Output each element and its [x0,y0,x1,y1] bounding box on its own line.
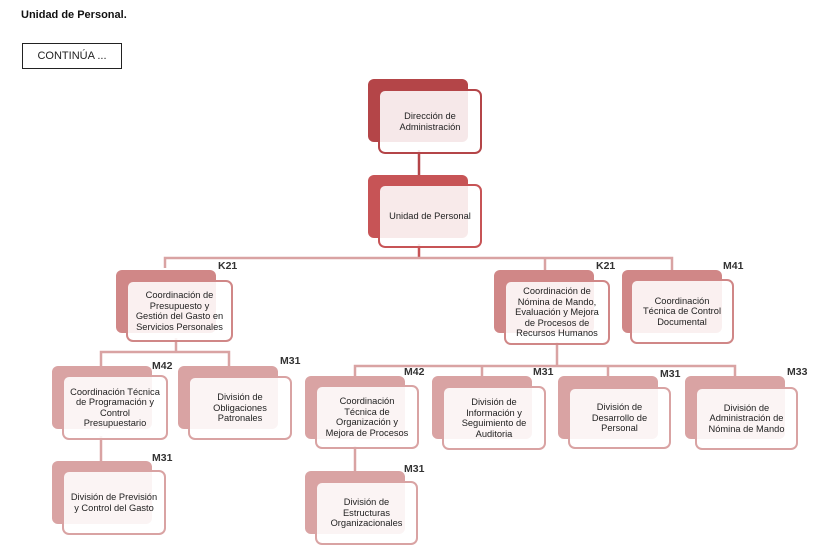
node-label: División de Desarrollo de Personal [568,387,671,449]
node-code: M42 [152,360,173,372]
node-label: División de Obligaciones Patronales [188,376,292,440]
page-title: Unidad de Personal. [21,9,127,21]
node-label: Dirección de Administración [378,89,482,154]
node-label: División de Administración de Nómina de … [695,387,798,450]
node-code: M31 [280,355,301,367]
node-code: M31 [152,452,173,464]
node-label: División de Estructuras Organizacionales [315,481,418,545]
node-code: K21 [596,260,616,272]
node-code: K21 [218,260,238,272]
node-code: M42 [404,366,425,378]
node-label: División de Previsión y Control del Gast… [62,470,166,535]
node-label: Coordinación de Nómina de Mando, Evaluac… [504,280,610,345]
node-code: M31 [404,463,425,475]
node-code: M41 [723,260,744,272]
node-label: Unidad de Personal [378,184,482,248]
node-code: M31 [660,368,681,380]
node-label: Coordinación Técnica de Control Document… [630,279,734,344]
node-code: M31 [533,366,554,378]
node-label: Coordinación Técnica de Organización y M… [315,385,419,449]
continue-button[interactable]: CONTINÚA ... [22,43,122,69]
node-label: Coordinación Técnica de Programación y C… [62,375,168,440]
node-label: Coordinación de Presupuesto y Gestión de… [126,280,233,342]
node-code: M33 [787,366,808,378]
node-label: División de Información y Seguimiento de… [442,386,546,450]
